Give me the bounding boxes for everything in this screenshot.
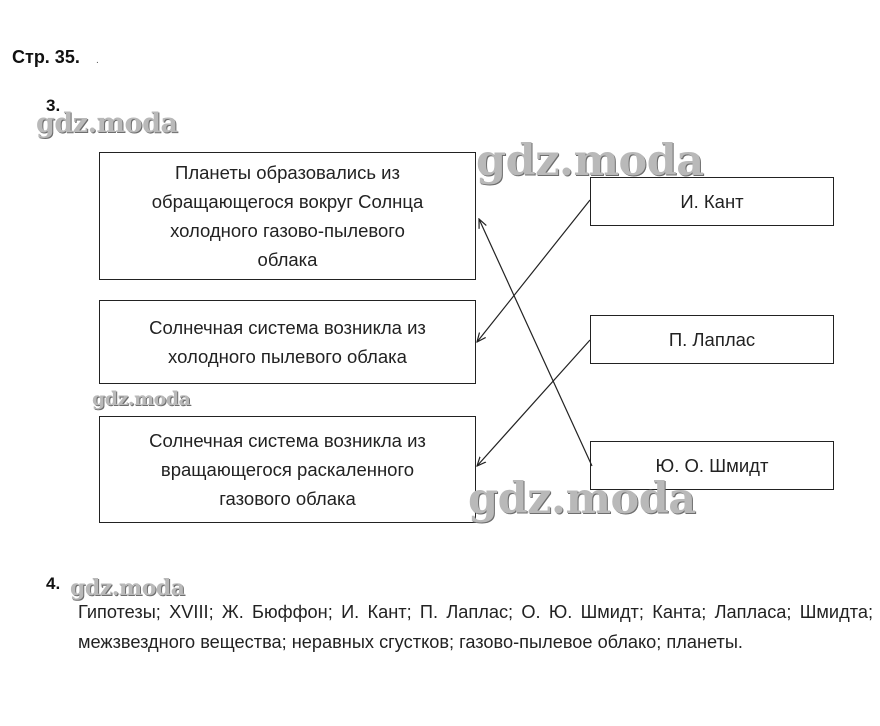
page-title: Стр. 35. [12, 47, 80, 67]
left-box-3: Солнечная система возникла из вращающего… [99, 416, 476, 523]
right-box-kant: И. Кант [590, 177, 834, 226]
task-3-number: 3. [46, 96, 61, 115]
left-box-3-line: вращающегося раскаленного [160, 459, 415, 480]
left-box-1-line: холодного газово-пылевого [170, 220, 405, 241]
left-box-1-line: облака [257, 249, 318, 270]
left-box-2: Солнечная система возникла из холодного … [99, 300, 476, 384]
title-dot: . [96, 55, 99, 66]
left-box-1-line: обращающегося вокруг Солнца [151, 191, 424, 212]
arrow-kant-to-box-2 [477, 199, 591, 342]
watermark: gdz.moda [476, 136, 704, 186]
right-box-schmidt-label: Ю. О. Шмидт [655, 455, 769, 476]
left-box-1-line: Планеты образовались из [175, 162, 400, 183]
left-box-3-line: Солнечная система возникла из [149, 430, 426, 451]
watermark: gdz.moda [36, 108, 178, 139]
left-box-3-line: газового облака [219, 488, 356, 509]
task-4-answer: Гипотезы; XVIII; Ж. Бюффон; И. Кант; П. … [78, 602, 873, 652]
watermark: gdz.moda [70, 575, 185, 601]
right-box-kant-label: И. Кант [680, 191, 744, 212]
arrow-schmidt-to-box-1 [479, 219, 593, 467]
right-box-laplace: П. Лаплас [590, 315, 834, 364]
right-box-laplace-label: П. Лаплас [668, 329, 756, 350]
left-box-2-line: Солнечная система возникла из [149, 317, 426, 338]
left-box-1: Планеты образовались из обращающегося во… [99, 152, 476, 280]
watermark: gdz.moda [92, 388, 191, 410]
watermark: gdz.moda [468, 474, 696, 524]
arrow-laplace-to-box-3 [477, 339, 591, 466]
task-4-number: 4. [46, 574, 61, 593]
right-box-schmidt: Ю. О. Шмидт [590, 441, 834, 490]
left-box-2-line: холодного пылевого облака [168, 346, 407, 367]
